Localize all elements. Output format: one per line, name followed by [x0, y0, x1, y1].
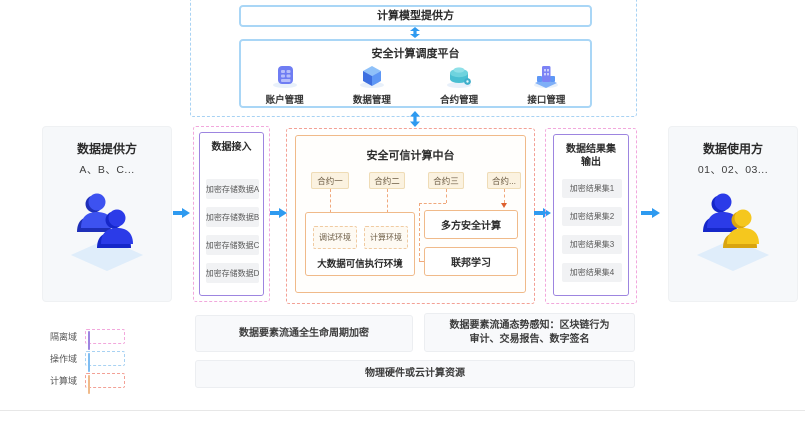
- connector-contract3-h1: [419, 203, 446, 204]
- scheduler-title: 安全计算调度平台: [371, 48, 460, 60]
- double-arrow-icon: [410, 111, 420, 127]
- data-consumer-panel: 数据使用方 01、02、03...: [668, 126, 798, 302]
- arrow-output-to-consumer: [641, 208, 660, 218]
- infrastructure-box: 物理硬件或云计算资源: [195, 360, 635, 388]
- data-access-title: 数据接入: [211, 142, 252, 153]
- module-interface: 接口管理: [506, 63, 586, 106]
- situation-awareness-line2: 审计、交易报告、数字签名: [469, 333, 590, 345]
- data-output-title-line1: 数据结果集: [566, 144, 616, 155]
- data-provider-title: 数据提供方: [76, 142, 137, 156]
- legend-operation-swatch: [85, 351, 126, 372]
- data-provider-panel: 数据提供方 A、B、C...: [42, 126, 172, 302]
- module-data-label: 数据管理: [352, 95, 391, 106]
- legend-operation-label: 操作域: [50, 354, 78, 364]
- access-isolation-border: [193, 126, 270, 302]
- data-consumer-subtitle: 01、02、03...: [697, 164, 769, 176]
- data-output-title-line2: 输出: [581, 157, 601, 168]
- connector-contract3-v2: [419, 203, 420, 261]
- account-icon: [272, 66, 297, 88]
- module-contract: 合约管理: [419, 63, 499, 106]
- module-interface-label: 接口管理: [527, 95, 566, 106]
- connector-contract1: [330, 189, 331, 218]
- interface-icon: [534, 66, 559, 88]
- legend-isolation-label: 隔离域: [50, 332, 78, 342]
- users-blue-icon: [71, 193, 143, 271]
- encrypted-storage-item: 加密存储数据D: [206, 263, 259, 283]
- situation-awareness-line1: 数据要素流通态势感知：区块链行为: [449, 319, 610, 331]
- contract-3: 合约三: [428, 172, 464, 189]
- module-data: 数据管理: [332, 63, 412, 106]
- connector-contract3-h2: [419, 261, 425, 262]
- data-cube-icon: [359, 66, 384, 88]
- situation-awareness-box: 数据要素流通态势感知：区块链行为 审计、交易报告、数字签名: [424, 313, 635, 352]
- scheduler-platform-box: 安全计算调度平台 账户管理: [239, 39, 592, 108]
- module-account-label: 账户管理: [265, 95, 304, 106]
- legend-isolation-swatch: [85, 329, 126, 350]
- encrypted-storage-item: 加密存储数据A: [206, 179, 259, 199]
- encrypted-storage-item: 加密存储数据C: [206, 235, 259, 255]
- tee-title: 大数据可信执行环境: [317, 259, 403, 270]
- arrow-access-to-compute: [270, 208, 287, 218]
- compute-environment-box: 计算环境: [364, 226, 408, 249]
- data-consumer-title: 数据使用方: [702, 142, 763, 156]
- module-account: 账户管理: [245, 63, 325, 106]
- contract-2: 合约二: [369, 172, 405, 189]
- contract-1: 合约一: [311, 172, 349, 189]
- arrowhead-mpc: [500, 203, 507, 208]
- data-access-box: 数据接入 加密存储数据A 加密存储数据B 加密存储数据C 加密存储数据D: [199, 132, 264, 296]
- data-output-box: 数据结果集 输出 加密结果集1 加密结果集2 加密结果集3 加密结果集4: [553, 134, 629, 296]
- legend-isolation: 隔离域: [50, 329, 126, 350]
- model-provider-label: 计算模型提供方: [377, 10, 454, 22]
- legend-compute: 计算域: [50, 373, 126, 394]
- trusted-computing-title: 安全可信计算中台: [366, 150, 455, 162]
- lifecycle-encryption-box: 数据要素流通全生命周期加密: [195, 315, 413, 352]
- encrypted-result-item: 加密结果集1: [562, 179, 622, 198]
- data-provider-subtitle: A、B、C...: [79, 164, 135, 176]
- users-blue-yellow-icon: [697, 193, 769, 271]
- encrypted-storage-item: 加密存储数据B: [206, 207, 259, 227]
- output-isolation-border: [545, 128, 637, 304]
- arrow-compute-to-output: [534, 208, 551, 218]
- encrypted-result-item: 加密结果集2: [562, 207, 622, 226]
- mpc-box: 多方安全计算: [424, 210, 518, 239]
- legend-compute-label: 计算域: [50, 376, 78, 386]
- module-contract-label: 合约管理: [440, 95, 479, 106]
- legend-compute-swatch: [85, 373, 126, 394]
- compute-domain-border: [286, 128, 535, 304]
- contract-4: 合约...: [487, 172, 521, 189]
- arrow-provider-to-access: [173, 208, 190, 218]
- connector-contract4: [504, 189, 505, 203]
- legend-operation: 操作域: [50, 351, 126, 372]
- encrypted-result-item: 加密结果集3: [562, 235, 622, 254]
- connector-contract2: [387, 189, 388, 218]
- contract-icon: [447, 67, 472, 88]
- page-divider: [0, 410, 805, 411]
- encrypted-result-item: 加密结果集4: [562, 263, 622, 282]
- double-arrow-icon: [410, 27, 420, 38]
- federated-learning-box: 联邦学习: [424, 247, 518, 276]
- connector-contract3-v1: [446, 189, 447, 203]
- model-provider-box: 计算模型提供方: [239, 5, 592, 27]
- scheduler-modules: 账户管理 数据管理: [241, 63, 590, 106]
- debug-environment-box: 调试环境: [313, 226, 357, 249]
